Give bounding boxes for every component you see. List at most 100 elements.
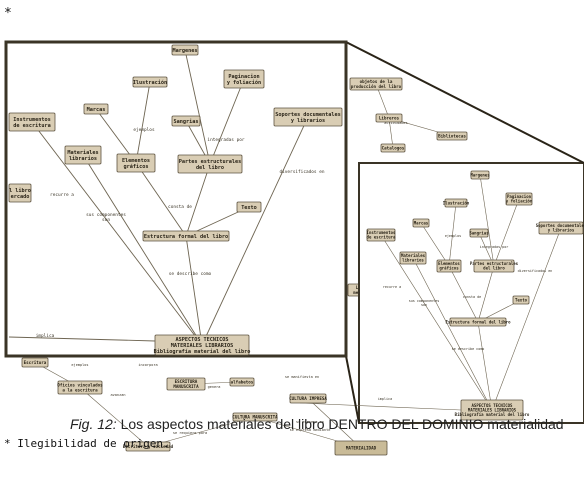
edge-elementos-ilustracion <box>135 81 151 164</box>
edge-label-implica: implica <box>378 397 392 401</box>
node-text: Libreros <box>379 115 400 120</box>
zoom-connector-lines <box>345 41 584 424</box>
edge-escritura_sociedad-oficios <box>79 387 149 447</box>
edge-implica-inset <box>8 336 156 342</box>
node-libreros: Libreros <box>375 113 403 123</box>
edge-cultura_impresa-materialidad <box>307 398 362 449</box>
edge-label-actividades: actividades <box>384 121 408 125</box>
node-text: Estructura formal del libro <box>445 319 511 324</box>
edge-implica-background <box>299 402 462 411</box>
node-text: Estructura formal del libro <box>144 234 228 240</box>
node-text: Texto <box>241 205 257 211</box>
node-marcas: Marcas <box>412 218 430 228</box>
edge-partes-margenes <box>184 49 211 165</box>
edge-aspectos-instrumentos <box>380 234 493 411</box>
node-ilustracion: Ilustración <box>443 198 470 208</box>
edge-label-diversificados: diversificados en <box>279 169 324 175</box>
edge-label-implica: implica <box>36 333 55 339</box>
node-text: MATERIALIDAD <box>346 445 377 450</box>
node-text: Ilustración <box>443 200 470 205</box>
node-escritura_sociedad: Escritura y sociedad <box>123 441 174 452</box>
edge-cultura_manuscrita-escritura_sociedad <box>147 416 256 447</box>
edge-estructura-elementos <box>448 265 479 323</box>
edge-estructura-partes <box>477 265 495 323</box>
node-texto: Texto <box>512 295 530 305</box>
edge-label-recurre: recurre a <box>383 285 401 289</box>
node-estructura: Estructura formal del libro <box>445 317 511 327</box>
node-sangrias: Sangrias <box>171 115 201 127</box>
node-sangrias: Sangrias <box>469 228 489 238</box>
node-alfabetos: alfabetos <box>229 377 255 387</box>
node-materialidad: MATERIALIDAD <box>334 440 388 456</box>
node-text: Catalogos <box>382 145 405 150</box>
edge-libreros-catalogos <box>388 117 394 149</box>
edge-partes-paginacion <box>493 198 520 267</box>
node-escritura: Escritura <box>21 357 49 368</box>
edge-label-consta: consta de <box>463 295 481 299</box>
node-text: Escritura y sociedad <box>123 444 174 449</box>
edge-partes-margenes <box>479 174 495 267</box>
edge-label-integradas: integradas por <box>480 245 509 249</box>
edge-aspectos-estructura <box>185 235 203 346</box>
edge-aspectos-estructura <box>477 321 493 411</box>
node-text: Marcas <box>414 220 429 225</box>
edge-label-manifesta: se manifiesta en <box>285 375 319 379</box>
node-marcas: Marcas <box>83 103 109 115</box>
node-margenes: Margenes <box>171 44 199 56</box>
node-catalogos: Catalogos <box>380 143 406 153</box>
edge-elementos-ilustracion <box>448 202 457 267</box>
edge-aspectos-soportes <box>491 227 562 411</box>
edge-aspectos-soportes <box>201 116 309 346</box>
node-texto: Texto <box>236 201 262 213</box>
node-text: Sangrias <box>174 119 199 125</box>
edge-aspectos-instrumentos <box>31 121 203 346</box>
zoom-inset-frame <box>4 40 348 358</box>
edge-label-describe: se describe como <box>452 347 485 351</box>
edge-estructura-elementos <box>135 162 187 237</box>
edge-label-recurre: recurre a <box>50 193 74 198</box>
connector-bottom <box>345 355 360 424</box>
node-text: Margenes <box>470 172 490 177</box>
edge-aspectos-materiales <box>412 257 493 411</box>
node-margenes: Margenes <box>470 170 490 180</box>
right-view-frame <box>358 162 584 424</box>
node-text: Ilustración <box>133 79 167 86</box>
connector-top <box>345 41 584 164</box>
node-cultura_manuscrita: CULTURA MANUSCRITA <box>232 412 278 422</box>
edge-label-ejemplos: ejemplos <box>445 234 461 238</box>
node-text: Texto <box>515 297 528 302</box>
footnote: * Ilegibilidad de origen. <box>4 437 170 450</box>
edge-label-expresa: se expresa mediante <box>290 428 331 432</box>
node-ilustracion: Ilustración <box>132 76 168 88</box>
edge-estructura-partes <box>185 163 211 237</box>
